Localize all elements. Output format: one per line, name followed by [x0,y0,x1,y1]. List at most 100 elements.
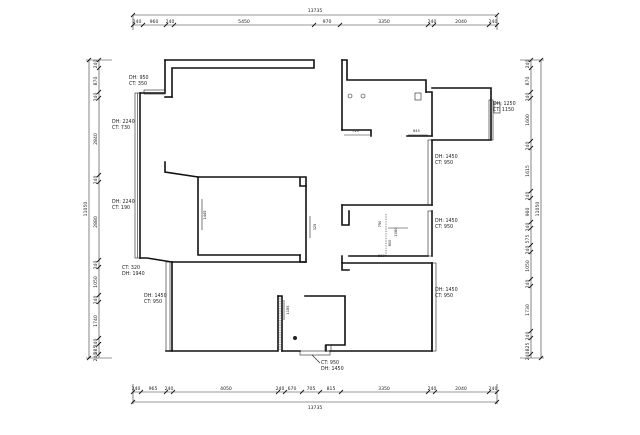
right-dim-8: 960 [525,208,531,217]
walls [139,59,492,352]
right-dim-3: 240 [525,93,531,102]
bottom-dim-3: 240 [165,386,174,392]
left-dimensions: 11050 240 870 240 2840 240 2880 240 1050… [83,57,112,362]
label-w3-ct: CT: 190 [112,205,130,211]
bottom-dim-7: 705 [307,386,316,392]
left-dim-3: 240 [93,93,99,102]
balcony-fixture [493,102,501,114]
floor-drain-icon [293,336,297,340]
window-right-3 [431,262,437,352]
label-w5-dh: DH: 1450 [144,293,167,299]
bottom-dim-4: 4050 [220,386,232,392]
inner-dim-1080: 1080 [394,227,398,237]
top-dim-8: 2040 [455,19,467,25]
bottom-dim-6: 670 [288,386,297,392]
window-bottom-center [299,350,331,356]
windows [134,89,501,356]
top-dimensions: 13735 240 960 240 5450 970 3350 240 2040… [130,8,500,30]
top-dim-3: 240 [166,19,175,25]
left-dim-13: 240 [93,353,99,362]
label-w2-dh: DH: 2240 [112,119,135,125]
left-dim-9: 240 [93,296,99,305]
fixture-small [324,344,332,352]
right-dim-5: 240 [525,142,531,151]
inner-dim-325: 325 [313,224,317,231]
right-dimensions: 240 870 240 1600 240 1615 240 960 240 57… [520,57,544,361]
right-dim-14: 1730 [525,304,531,316]
label-w6-ct: CT: 1150 [493,107,514,113]
right-dim-6: 1615 [525,165,531,177]
inner-dim-710: 710 [352,129,360,133]
inner-dim-560: 560 [378,254,386,258]
right-dim-13: 240 [525,280,531,289]
left-dim-6: 2880 [93,216,99,228]
bottom-total-dimension: 13735 [308,405,323,411]
top-dim-9: 240 [489,19,498,25]
left-dim-7: 240 [93,261,99,270]
label-w7-ct: CT: 950 [435,160,453,166]
right-dim-1: 240 [525,60,531,69]
right-dim-10: 575 [525,235,531,244]
window-top-left [143,89,166,95]
left-total-dimension: 11050 [83,202,89,217]
top-total-dimension: 13735 [308,8,323,14]
left-dim-1: 240 [93,60,99,69]
opening-labels: DH: 950 CT: 350 DH: 2240 CT: 730 DH: 224… [112,75,516,372]
label-w7-dh: DH: 1450 [435,154,458,160]
right-total-dimension: 11050 [535,202,541,217]
label-w5-ct: CT: 950 [144,299,162,305]
left-dim-10: 1740 [93,315,99,327]
window-right-2 [427,210,433,257]
right-dim-7: 240 [525,192,531,201]
fixture-circle-1 [347,93,353,99]
right-dim-17: 240 [525,352,531,361]
window-right-balcony [488,99,494,141]
fixture-box [414,92,422,101]
right-dim-4: 1600 [525,114,531,126]
right-dim-11: 240 [525,246,531,255]
inner-dim-1185: 1185 [286,305,290,314]
bottom-dimensions: 240 965 240 4050 240 670 705 815 3350 24… [130,384,500,411]
label-w8-ct: CT: 950 [435,224,453,230]
top-dim-6: 3350 [378,19,390,25]
bottom-dim-9: 3350 [378,386,390,392]
bottom-dim-11: 2040 [455,386,467,392]
bottom-dim-5: 240 [276,386,285,392]
top-dim-2: 960 [150,19,159,25]
inner-dim-750: 750 [378,220,382,228]
left-dim-8: 1050 [93,276,99,288]
bottom-dim-2: 965 [149,386,158,392]
left-dim-11: 240 [93,339,99,348]
top-dim-5: 970 [323,19,332,25]
right-dim-12: 1050 [525,260,531,272]
right-dim-9: 240 [525,223,531,232]
bottom-dim-12: 240 [489,386,498,392]
inner-dim-645: 645 [413,129,420,133]
label-w10-dh: DH: 1450 [321,366,344,372]
label-w8-dh: DH: 1450 [435,218,458,224]
top-dim-7: 240 [428,19,437,25]
left-dim-12: 385 [93,346,99,355]
fixture-circle-2 [360,93,366,99]
label-w6-dh: DH: 1250 [493,101,516,107]
label-w10-ct: CT: 950 [321,360,339,366]
bottom-dim-10: 240 [428,386,437,392]
label-w9-ct: CT: 950 [435,293,453,299]
label-w3-dh: DH: 2240 [112,199,135,205]
window-right-1 [427,139,433,206]
inner-dim-800: 800 [388,239,392,247]
inner-dimensions: 710 645 1445 325 1185 750 800 1080 560 [201,129,428,320]
top-dim-4: 5450 [238,19,250,25]
bottom-dim-1: 240 [132,386,141,392]
label-w9-dh: DH: 1450 [435,287,458,293]
label-w4-dh: DH: 1940 [122,271,145,277]
left-dim-5: 240 [93,176,99,185]
inner-dim-1445: 1445 [203,210,207,219]
bottom-dim-8: 815 [327,386,336,392]
top-dim-1: 240 [133,19,142,25]
right-dim-15: 240 [525,332,531,341]
right-dim-16: 825 [525,343,531,352]
label-w1-ct: CT: 350 [129,81,147,87]
left-dim-2: 870 [93,77,99,86]
